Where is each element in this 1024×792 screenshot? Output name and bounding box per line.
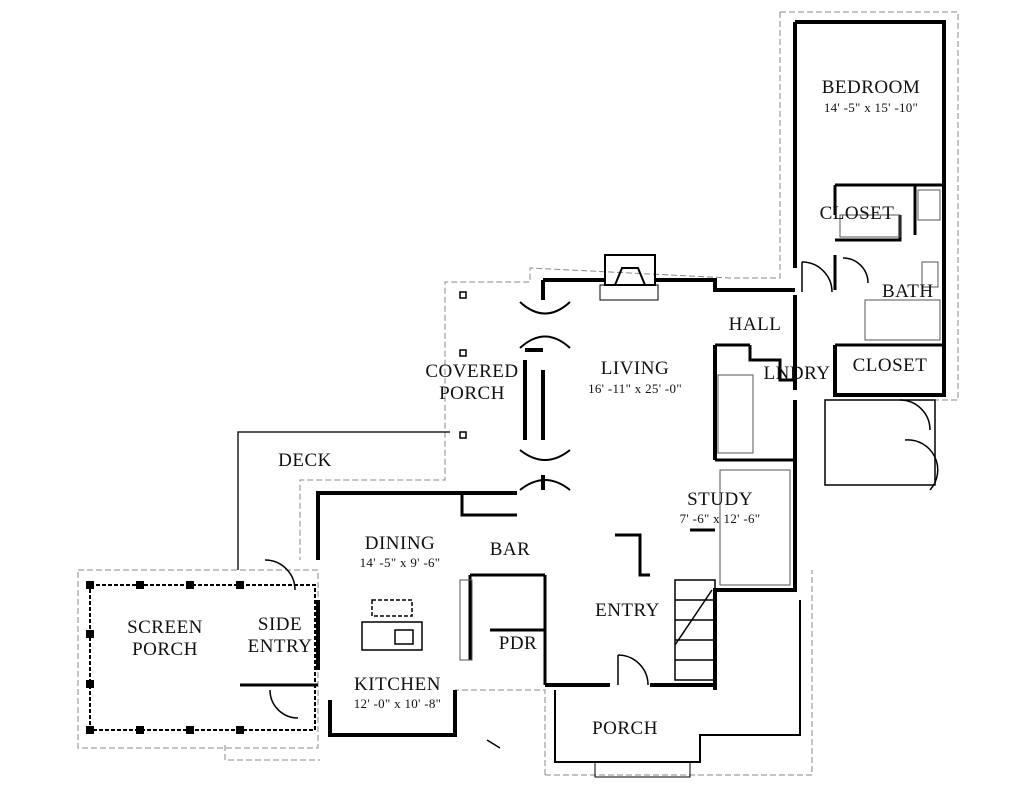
exterior-walls	[316, 20, 946, 737]
living-dimensions: 16' -11" x 25' -0"	[588, 381, 682, 396]
closet-lower-label: CLOSET	[852, 355, 928, 376]
hall-label: HALL	[728, 314, 782, 335]
screen-porch-label-line2: PORCH	[132, 639, 198, 660]
bedroom-label: BEDROOM	[821, 77, 921, 98]
bedroom-dimensions: 14' -5" x 15' -10"	[823, 100, 919, 115]
covered-porch-label-line1: COVERED	[425, 361, 519, 382]
side-entry-label-line2: ENTRY	[247, 636, 313, 657]
powder-room-label: PDR	[498, 633, 538, 654]
dining-label: DINING	[364, 533, 436, 554]
closet-upper-label: CLOSET	[819, 203, 895, 224]
covered-porch-label-line2: PORCH	[439, 383, 505, 404]
screen-porch-frame	[86, 581, 316, 734]
dining-dimensions: 14' -5" x 9' -6"	[359, 555, 441, 570]
kitchen-dimensions: 12' -0" x 10' -8"	[353, 696, 442, 711]
kitchen-island	[361, 599, 423, 651]
entry-label: ENTRY	[595, 600, 660, 621]
study-dimensions: 7' -6" x 12' -6"	[679, 511, 761, 526]
deck-outline	[237, 431, 450, 570]
bath-label: BATH	[882, 281, 934, 302]
living-french-doors	[519, 301, 571, 491]
living-label: LIVING	[600, 358, 670, 379]
rear-stoop	[824, 399, 936, 486]
kitchen-label: KITCHEN	[354, 674, 441, 695]
interior-walls	[240, 183, 944, 687]
side-entry-label-line1: SIDE	[257, 614, 303, 635]
built-ins	[459, 189, 941, 661]
bar-label: BAR	[489, 539, 531, 560]
screen-porch-label-line1: SCREEN	[127, 617, 203, 638]
deck-label: DECK	[278, 450, 332, 471]
covered-porch-posts	[459, 291, 467, 439]
study-label: STUDY	[687, 489, 753, 510]
porch-label: PORCH	[592, 718, 658, 739]
stairs	[674, 579, 716, 681]
laundry-label: LNDRY	[763, 363, 831, 384]
fireplace	[599, 254, 659, 301]
front-porch	[554, 600, 801, 778]
